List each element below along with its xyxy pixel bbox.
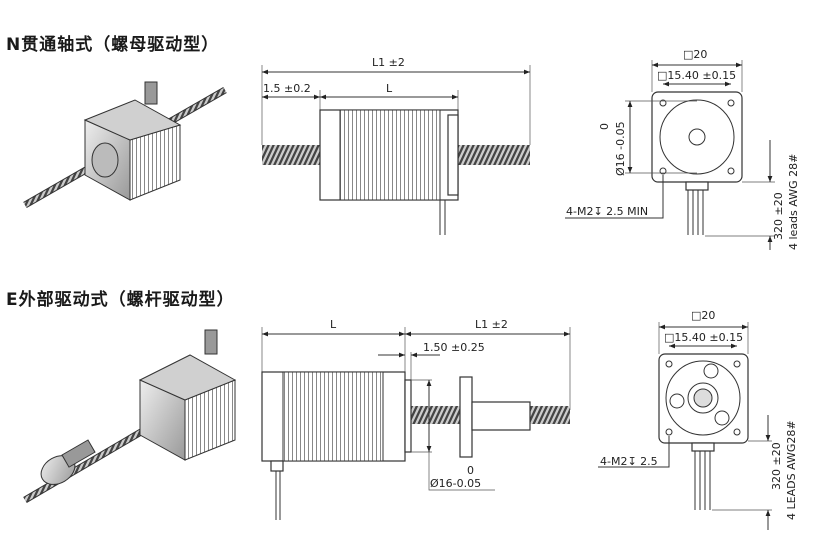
e-front-hole-pitch: □15.40 ±0.15 — [664, 331, 743, 344]
e-dim-l1: L1 ±2 — [475, 318, 508, 331]
e-dim-l: L — [330, 318, 337, 331]
e-motor-3d-illustration — [23, 329, 237, 504]
n-front-view: □20 □15.40 ±0.15 0 Ø16 -0.05 4-M2↧ 2.5 M… — [565, 48, 800, 250]
n-front-screw-holes: 4-M2↧ 2.5 MIN — [566, 205, 648, 218]
n-motor-3d-illustration — [23, 81, 227, 209]
n-front-boss-dia: Ø16 -0.05 — [614, 121, 627, 176]
e-boss-dia: Ø16-0.05 — [430, 477, 481, 490]
section-e-title: E外部驱动式（螺杆驱动型） — [6, 290, 235, 310]
e-dim-offset: 1.50 ±0.25 — [423, 341, 485, 354]
e-front-lead-length: 320 ±20 — [770, 442, 783, 490]
n-front-lead-length: 320 ±20 — [772, 192, 785, 240]
e-front-square: □20 — [691, 309, 715, 322]
n-dim-l1: L1 ±2 — [372, 56, 405, 69]
n-dim-offset: 1.5 ±0.2 — [263, 82, 311, 95]
n-front-square: □20 — [683, 48, 707, 61]
e-boss-tol: 0 — [467, 464, 474, 477]
e-front-screw-holes: 4-M2↧ 2.5 — [600, 455, 658, 468]
n-front-boss-tol: 0 — [598, 123, 611, 130]
section-n-title: N贯通轴式（螺母驱动型） — [6, 35, 220, 55]
e-front-leads: 4 LEADS AWG28# — [785, 420, 798, 520]
n-front-hole-pitch: □15.40 ±0.15 — [657, 69, 736, 82]
n-front-leads: 4 leads AWG 28# — [787, 154, 800, 250]
n-side-view: L1 ±2 1.5 ±0.2 L — [261, 56, 531, 235]
e-side-view: L L1 ±2 1.50 ±0.25 0 Ø16-0.05 — [261, 318, 571, 520]
e-front-view: □20 □15.40 ±0.15 4-M2↧ 2.5 320 ±20 4 LEA… — [598, 309, 798, 530]
n-dim-l: L — [386, 82, 393, 95]
